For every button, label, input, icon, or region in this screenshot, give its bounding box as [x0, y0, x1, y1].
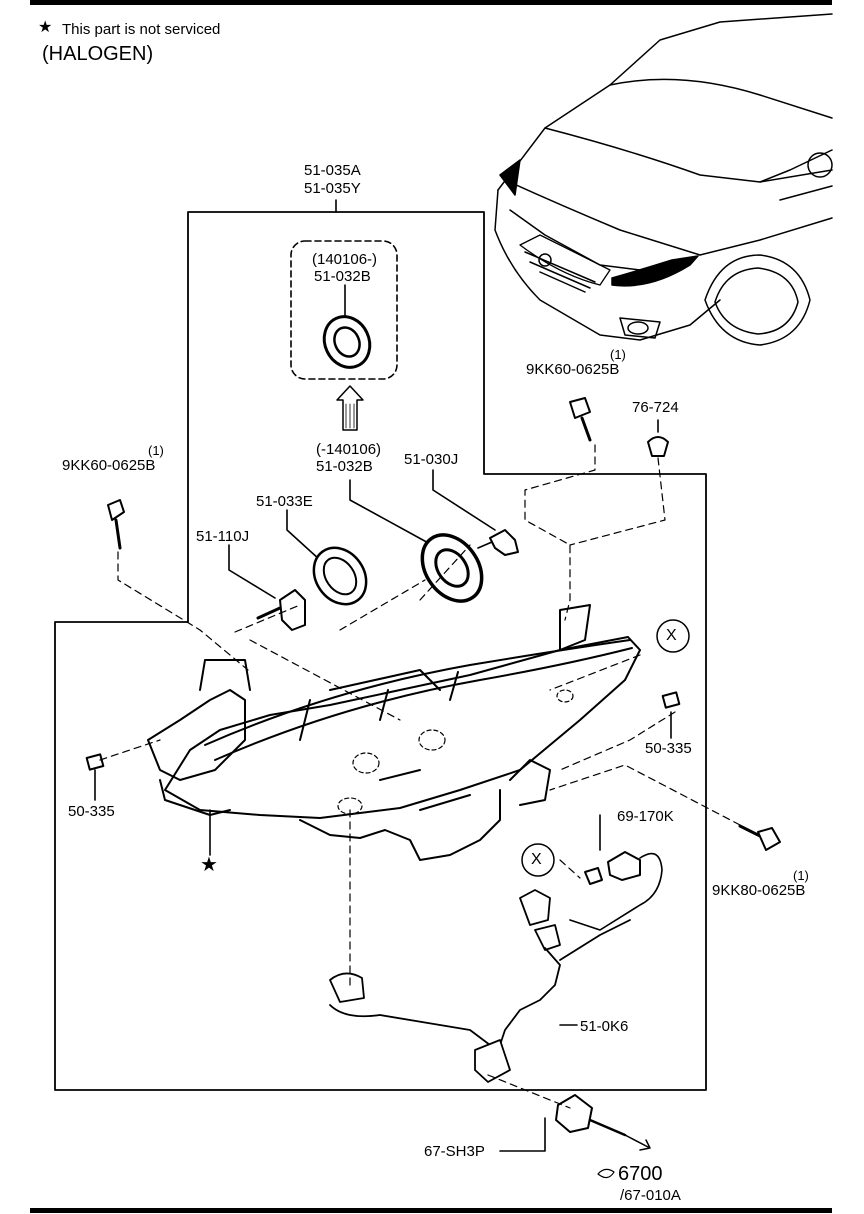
note-text: This part is not serviced [62, 21, 221, 38]
ref-sub-label: /67-010A [620, 1187, 681, 1204]
bolt-right-part [738, 824, 781, 851]
ring-label: 51-033E [256, 493, 313, 510]
marker-x-bottom-label: X [531, 851, 542, 868]
nut-right-part [661, 691, 681, 709]
nut-left-part [85, 753, 105, 771]
wiring-harness [329, 889, 631, 1083]
cap-new-part [322, 284, 372, 369]
bolt-top-part [569, 397, 592, 442]
assembly-a-label: 51-035A [304, 162, 361, 179]
bottom-border [30, 1208, 832, 1213]
clip-label: 76-724 [632, 399, 679, 416]
bolt-right-label: 9KK80-0625B [712, 882, 806, 899]
nut-left-label: 50-335 [68, 803, 115, 820]
cap-old-date-label: (-140106) [316, 441, 382, 458]
car-illustration [494, 13, 833, 346]
side-bulb-part [569, 814, 663, 931]
socket-label: 51-110J [196, 528, 250, 545]
assembly-y-label: 51-035Y [304, 180, 361, 197]
clip-part [647, 436, 669, 457]
side-bulb-label: 69-170K [617, 808, 674, 825]
marker-x-bottom [521, 843, 555, 877]
cap-new-box [290, 240, 398, 380]
headlamp-housing [147, 604, 641, 861]
not-serviced-star-icon: ★ [200, 854, 218, 876]
top-border [30, 0, 832, 5]
connector-label: 67-SH3P [424, 1143, 485, 1160]
bolt-left-qty: (1) [148, 443, 164, 458]
bolt-right-qty: (1) [793, 868, 809, 883]
nut-right-label: 50-335 [645, 740, 692, 757]
socket-part [228, 544, 306, 631]
cap-old-part [349, 479, 484, 603]
connector-part [499, 1094, 627, 1152]
cap-old-label: 51-032B [316, 458, 373, 475]
cap-new-date-label: (140106-) [312, 251, 378, 268]
bolt-left-part [107, 499, 125, 550]
marker-x-top-label: X [666, 627, 677, 644]
variant-label: (HALOGEN) [42, 43, 154, 65]
bolt-top-label: 9KK60-0625B [526, 361, 620, 378]
bolt-left-label: 9KK60-0625B [62, 457, 156, 474]
ref-number: 6700 [618, 1163, 663, 1185]
cap-new-label: 51-032B [314, 268, 371, 285]
assembly-frame [54, 211, 707, 1091]
note-star-icon: ★ [38, 19, 53, 36]
ref-arrow [624, 1134, 651, 1151]
marker-x-top [656, 619, 690, 653]
ring-part [286, 509, 368, 606]
bulb-label: 51-030J [404, 451, 459, 468]
bulb-part [432, 469, 519, 556]
harness-label: 51-0K6 [580, 1018, 629, 1035]
bolt-top-qty: (1) [610, 347, 626, 362]
replacement-arrow [336, 385, 364, 431]
